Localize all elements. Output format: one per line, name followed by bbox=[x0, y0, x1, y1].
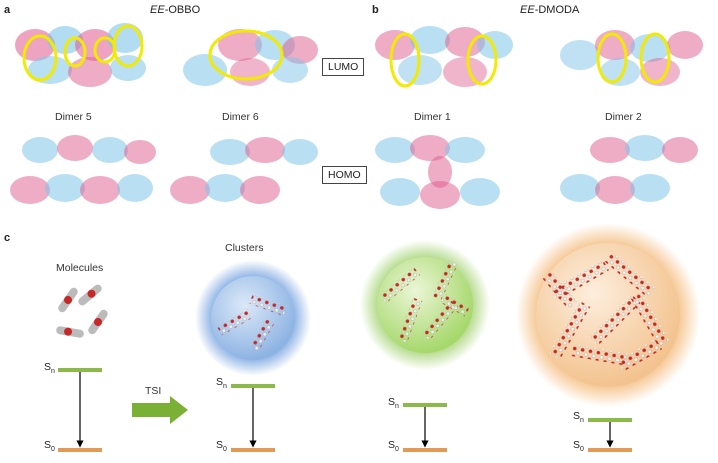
orbital-dimer5-lumo bbox=[15, 23, 146, 87]
level-diagram-cluster-blue bbox=[231, 384, 275, 452]
lumo-label: LUMO bbox=[322, 58, 365, 76]
orbital-dimer2-homo bbox=[560, 135, 698, 204]
orbital-dimer6-lumo bbox=[183, 29, 318, 86]
level-diagram-molecules bbox=[58, 368, 102, 452]
orbital-dimer5-homo bbox=[10, 135, 156, 204]
isolated-molecules bbox=[56, 284, 108, 338]
homo-label: HOMO bbox=[322, 166, 367, 184]
cluster-blue bbox=[195, 260, 311, 376]
dimer6-label: Dimer 6 bbox=[222, 111, 259, 123]
panel-b-title: EE-DMODA bbox=[520, 4, 580, 16]
s0-label-4: S0 bbox=[573, 439, 584, 454]
tsi-label: TSI bbox=[145, 385, 162, 397]
s0-label-3: S0 bbox=[388, 439, 399, 454]
sn-label-1: Sn bbox=[44, 361, 55, 376]
sn-label-3: Sn bbox=[388, 396, 399, 411]
panel-c-letter: c bbox=[4, 232, 11, 244]
orbital-dimer6-homo bbox=[170, 137, 318, 204]
level-diagram-cluster-orange bbox=[588, 418, 632, 452]
orbital-dimer2-lumo bbox=[560, 30, 703, 86]
dimer1-label: Dimer 1 bbox=[414, 111, 451, 123]
s0-label-1: S0 bbox=[44, 439, 55, 454]
dimer5-label: Dimer 5 bbox=[55, 111, 92, 123]
orbital-dimer1-homo bbox=[375, 135, 500, 209]
tsi-arrow bbox=[132, 396, 188, 424]
panel-b-letter: b bbox=[372, 4, 379, 16]
panel-a-letter: a bbox=[4, 4, 11, 16]
orbital-dimer1-lumo bbox=[375, 26, 513, 88]
cluster-green bbox=[360, 240, 490, 370]
clusters-label: Clusters bbox=[225, 242, 264, 254]
sn-label-4: Sn bbox=[573, 410, 584, 425]
s0-label-2: S0 bbox=[216, 439, 227, 454]
panel-a-title: EE-OBBO bbox=[150, 4, 201, 16]
molecules-label: Molecules bbox=[56, 262, 104, 274]
level-diagram-cluster-green bbox=[403, 403, 447, 452]
sn-label-2: Sn bbox=[216, 376, 227, 391]
cluster-orange bbox=[516, 223, 700, 407]
dimer2-label: Dimer 2 bbox=[605, 111, 642, 123]
